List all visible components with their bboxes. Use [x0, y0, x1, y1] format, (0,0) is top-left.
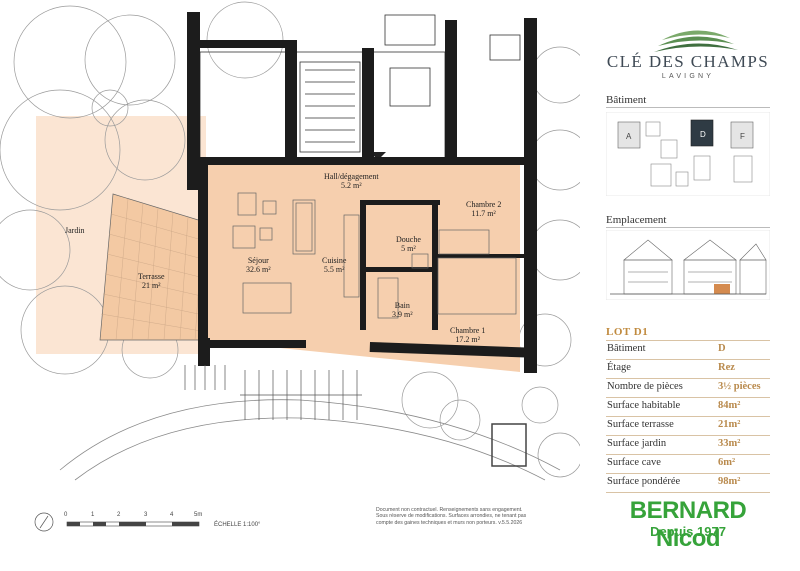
- spec-value: D: [718, 343, 726, 354]
- divider: [606, 340, 770, 341]
- spec-value: 6m²: [718, 457, 736, 468]
- terrace: [99, 193, 219, 341]
- section-batiment: Bâtiment: [606, 94, 647, 106]
- scale-label: ÉCHELLE 1:100°: [214, 522, 261, 528]
- elevation-drawing: [606, 230, 770, 300]
- spec-label: Surface jardin: [607, 438, 667, 449]
- scale-tick-3: 3: [144, 512, 148, 518]
- garden-paths: [59, 399, 561, 481]
- spec-value: 98m²: [718, 476, 741, 487]
- scale-tick-5: 5m: [194, 512, 203, 518]
- section-emplacement: Emplacement: [606, 214, 667, 226]
- agency-logo: BERNARD Nicod: [629, 497, 747, 552]
- spec-label: Nombre de pièces: [607, 381, 683, 392]
- floor-plan-drawing: [0, 1, 591, 532]
- scale-tick-0: 0: [64, 512, 68, 518]
- spec-value: 84m²: [718, 400, 741, 411]
- spec-row-etage: Étage Rez: [606, 359, 770, 379]
- divider: [606, 107, 770, 108]
- parking-stalls: [184, 365, 362, 420]
- spec-label: Surface habitable: [607, 400, 681, 411]
- walls: [187, 12, 537, 373]
- info-panel: CLÉ DES CHAMPS LAVIGNY Bâtiment A D F Em…: [598, 0, 798, 566]
- shed: [491, 423, 527, 467]
- spec-value: 21m²: [718, 419, 741, 430]
- scale-tick-4: 4: [170, 512, 174, 518]
- spec-row-batiment: Bâtiment D: [606, 340, 770, 360]
- lot-title: LOT D1: [606, 326, 649, 338]
- scale-tick-2: 2: [117, 512, 121, 518]
- furniture: [232, 192, 517, 319]
- spec-label: Étage: [607, 362, 631, 373]
- spec-row-terrasse: Surface terrasse 21m²: [606, 416, 770, 436]
- spec-value: 33m²: [718, 438, 741, 449]
- room-jardin: Jardin: [65, 226, 85, 235]
- spec-row-jardin: Surface jardin 33m²: [606, 435, 770, 455]
- spec-label: Surface pondérée: [607, 476, 681, 487]
- divider: [606, 227, 770, 228]
- building-keyplan: [606, 112, 770, 196]
- brand-logo-icon: [654, 30, 738, 52]
- spec-row-habitable: Surface habitable 84m²: [606, 397, 770, 417]
- spec-label: Bâtiment: [607, 343, 646, 354]
- agency-tagline: Depuis 1977: [650, 524, 726, 539]
- spec-row-pieces: Nombre de pièces 3½ pièces: [606, 378, 770, 398]
- spec-row-ponderee: Surface pondérée 98m²: [606, 473, 770, 493]
- disclaimer: Document non contractuel. Renseignements…: [376, 507, 527, 526]
- keyplan-label-a: A: [626, 132, 632, 141]
- spec-value: Rez: [718, 362, 735, 373]
- upper-building: [199, 14, 521, 163]
- spec-row-cave: Surface cave 6m²: [606, 454, 770, 474]
- keyplan-label-f: F: [740, 132, 745, 141]
- brand-location: LAVIGNY: [661, 73, 715, 80]
- brand-name: CLÉ DES CHAMPS: [606, 52, 770, 71]
- spec-label: Surface cave: [607, 457, 661, 468]
- scale-bar: [66, 521, 200, 527]
- spec-label: Surface terrasse: [607, 419, 674, 430]
- scale-tick-1: 1: [91, 512, 95, 518]
- north-arrow: [34, 512, 54, 532]
- spec-value: 3½ pièces: [718, 381, 761, 392]
- keyplan-label-d: D: [700, 130, 706, 139]
